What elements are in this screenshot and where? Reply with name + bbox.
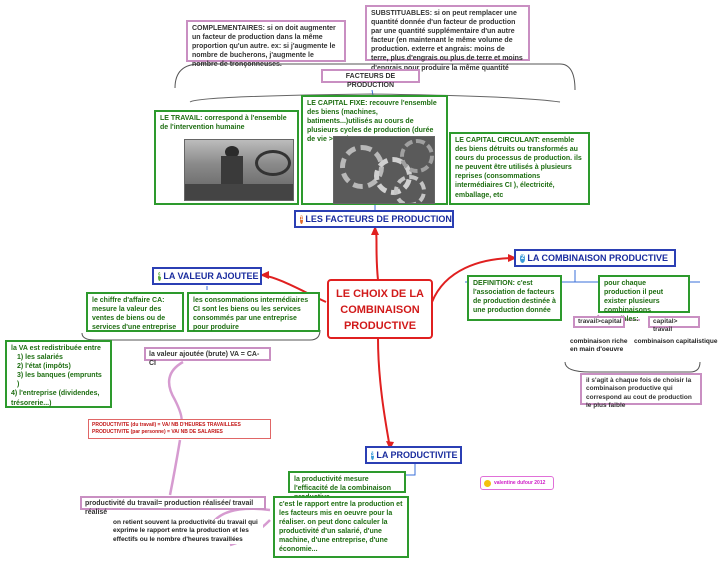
facteurs-title-node[interactable]: FACTEURS DE PRODUCTION — [321, 69, 420, 89]
redistribution-item: 2) l'état (impôts) — [17, 363, 71, 371]
capital-travail-node[interactable]: capital> travail — [648, 316, 700, 333]
redistribution-title: la VA est redistribuée entre — [11, 345, 101, 352]
complementaires-note[interactable]: COMPLEMENTAIRES: si on doit augmenter un… — [186, 20, 346, 68]
ci-text: les consommations intermédiaires CI sont… — [193, 297, 309, 332]
branch-facteurs-label: LES FACTEURS DE PRODUCTION — [305, 214, 452, 224]
choisir-text: il s'agit à chaque fois de choisir la co… — [586, 377, 692, 410]
definition-travail-text: productivité du travail= production réal… — [85, 500, 254, 517]
formule-va-text: la valeur ajoutée (brute) VA = CA-CI — [149, 351, 260, 368]
formule-personne-text: PRODUCTIVITE (par personne) = VA/ NB DE … — [92, 428, 223, 435]
ca-text: le chiffre d'affaire CA: mesure la valeu… — [92, 297, 177, 332]
author-text: valentine dufour 2012 — [494, 480, 546, 486]
formule-travail-text: PRODUCTIVITE (du travail) = VA/ NB D'HEU… — [92, 422, 241, 428]
definition-travail-node[interactable]: productivité du travail= production réal… — [80, 496, 266, 516]
central-topic[interactable]: LE CHOIX DE LA COMBINAISON PRODUCTIVE — [327, 279, 433, 339]
complementaires-text: COMPLEMENTAIRES: si on doit augmenter un… — [192, 25, 336, 69]
riche-main-text: combinaison riche en main d'oeuvre — [570, 338, 628, 354]
branch-combinaison[interactable]: 2 LA COMBINAISON PRODUCTIVE — [514, 249, 676, 267]
ci-node[interactable]: les consommations intermédiaires CI sont… — [187, 292, 320, 332]
travail-capital-text: travail>capital — [578, 318, 622, 325]
rapport-node[interactable]: c'est le rapport entre la production et … — [273, 496, 409, 558]
capital-travail-text: capital> travail — [653, 318, 678, 334]
formule-va-node[interactable]: la valeur ajoutée (brute) VA = CA-CI — [144, 347, 271, 367]
plusieurs-node[interactable]: pour chaque production il peut exister p… — [598, 275, 690, 323]
capital-circulant-node[interactable]: LE CAPITAL CIRCULANT: ensemble des biens… — [449, 132, 590, 205]
gears-photo — [333, 136, 435, 204]
choisir-node[interactable]: il s'agit à chaque fois de choisir la co… — [580, 373, 702, 409]
branch-productivite[interactable]: 3 LA PRODUCTIVITE — [365, 446, 462, 464]
capital-fixe-text: LE CAPITAL FIXE: recouvre l'ensemble des… — [307, 100, 437, 144]
riche-main-node[interactable]: combinaison riche en main d'oeuvre — [570, 338, 632, 355]
productivite-formules[interactable]: PRODUCTIVITE (du travail) = VA/ NB D'HEU… — [88, 419, 271, 439]
capitalistique-node[interactable]: combinaison capitalistique — [634, 338, 722, 347]
definition-text: DEFINITION: c'est l'association de facte… — [473, 280, 556, 315]
number-2-icon: 2 — [520, 253, 526, 263]
on-retient-text: on retient souvent la productivité du tr… — [113, 519, 258, 543]
redistribution-item: 3) les banques (emprunts ) — [17, 372, 102, 389]
central-topic-label: LE CHOIX DE LA COMBINAISON PRODUCTIVE — [335, 288, 424, 332]
substituables-note[interactable]: SUBSTITUABLES: si on peut remplacer une … — [365, 5, 530, 72]
definition-node[interactable]: DEFINITION: c'est l'association de facte… — [467, 275, 562, 321]
number-1-icon: 1 — [300, 214, 304, 224]
branch-productivite-label: LA PRODUCTIVITE — [376, 450, 458, 460]
substituables-text: SUBSTITUABLES: si on peut remplacer une … — [371, 10, 523, 72]
branch-valeur-label: LA VALEUR AJOUTEE — [163, 271, 259, 281]
chaplin-photo — [184, 139, 294, 201]
redistribution-item: 4) l'entreprise (dividendes, trésorerie.… — [11, 390, 100, 407]
number-3-icon: 3 — [371, 450, 375, 460]
branch-facteurs[interactable]: 1 LES FACTEURS DE PRODUCTION — [294, 210, 454, 228]
redistribution-node[interactable]: la VA est redistribuée entre 1) les sala… — [5, 340, 112, 408]
ca-node[interactable]: le chiffre d'affaire CA: mesure la valeu… — [86, 292, 184, 332]
capital-circulant-text: LE CAPITAL CIRCULANT: ensemble des biens… — [455, 137, 582, 199]
author-tag: valentine dufour 2012 — [480, 476, 554, 490]
rapport-text: c'est le rapport entre la production et … — [279, 501, 403, 554]
travail-capital-node[interactable]: travail>capital — [573, 316, 625, 328]
mesure-node[interactable]: la productivité mesure l'efficacité de l… — [288, 471, 406, 501]
on-retient-node[interactable]: on retient souvent la productivité du tr… — [113, 519, 263, 545]
redistribution-item: 1) les salariés — [17, 354, 63, 362]
branch-valeur[interactable]: 4 LA VALEUR AJOUTEE — [152, 267, 262, 285]
number-4-icon: 4 — [158, 271, 162, 281]
lightbulb-icon — [484, 479, 491, 487]
branch-combinaison-label: LA COMBINAISON PRODUCTIVE — [527, 253, 668, 263]
facteurs-title-text: FACTEURS DE PRODUCTION — [345, 73, 396, 90]
travail-text: LE TRAVAIL: correspond à l'ensemble de l… — [160, 115, 287, 132]
capitalistique-text: combinaison capitalistique — [634, 338, 718, 345]
